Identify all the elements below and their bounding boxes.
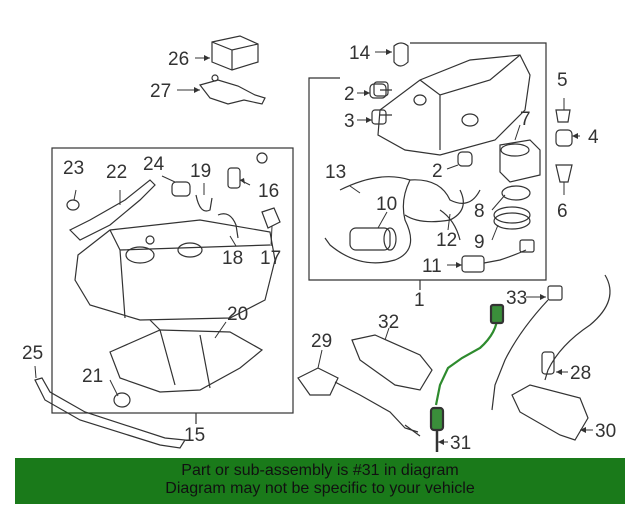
- callout-33: 33: [506, 288, 527, 309]
- callout-28: 28: [570, 363, 591, 384]
- callout-25: 25: [22, 343, 43, 364]
- callout-18: 18: [222, 248, 243, 269]
- grommet-2b: [457, 151, 473, 167]
- callout-15: 15: [184, 425, 205, 446]
- fuel-tank: [74, 219, 276, 321]
- cap-part-14: [393, 42, 409, 67]
- callout-2a: 2: [344, 84, 355, 105]
- callout-1: 1: [414, 290, 425, 311]
- plug-part-21: [113, 392, 131, 408]
- part-notice-line-2: Diagram may not be specific to your vehi…: [165, 480, 475, 497]
- callout-2b: 2: [432, 161, 443, 182]
- fuel-sender-assembly: [371, 54, 531, 156]
- callout-11: 11: [422, 256, 442, 277]
- callout-5: 5: [557, 70, 568, 91]
- callout-30: 30: [595, 421, 616, 442]
- callout-17: 17: [260, 248, 281, 269]
- grommet-2a: [369, 83, 387, 99]
- connector-part-11: [461, 239, 535, 273]
- callout-10: 10: [376, 194, 397, 215]
- callout-14: 14: [349, 43, 371, 64]
- callout-20: 20: [227, 304, 248, 325]
- connector-part-33: [547, 285, 563, 301]
- fitting-part-5: [555, 109, 571, 123]
- callout-29: 29: [311, 331, 332, 352]
- callout-8: 8: [474, 201, 485, 222]
- callout-32: 32: [378, 312, 399, 333]
- sensor-part-28: [491, 274, 611, 411]
- pump-part-7: [499, 139, 541, 183]
- bracket-part-32: [351, 334, 433, 391]
- lock-ring-9: [493, 206, 531, 230]
- callout-3: 3: [344, 111, 355, 132]
- callout-31: 31: [450, 433, 471, 454]
- fitting-part-6: [555, 164, 573, 183]
- hose-part-12: [439, 209, 461, 241]
- shield-part-20: [109, 319, 264, 393]
- cap-part-17: [261, 207, 281, 229]
- callout-27: 27: [150, 81, 171, 102]
- callout-6: 6: [557, 201, 568, 222]
- callout-12: 12: [436, 230, 457, 251]
- callout-16: 16: [258, 181, 279, 202]
- cover-part-26: [211, 35, 259, 71]
- valve-part-16: [227, 152, 268, 189]
- part-notice-line-1: Part or sub-assembly is #31 in diagram: [181, 462, 459, 479]
- part-notice-banner: Part or sub-assembly is #31 in diagram D…: [15, 458, 625, 504]
- strap-part-22: [68, 179, 156, 241]
- callout-26: 26: [168, 49, 189, 70]
- bracket-part-30: [511, 384, 589, 441]
- fitting-part-4: [555, 129, 573, 147]
- hose-part-18: [217, 213, 239, 239]
- strap-part-25: [34, 377, 187, 449]
- sensor-part-31-highlighted: [429, 303, 505, 452]
- grommet-part-24: [171, 181, 191, 197]
- callout-21: 21: [82, 366, 103, 387]
- callout-9: 9: [474, 232, 485, 253]
- callout-19: 19: [190, 161, 211, 182]
- arrowheads: [194, 49, 586, 445]
- bracket-part-27: [198, 74, 266, 105]
- pump-part-10: [349, 227, 397, 251]
- washer-part-23: [66, 199, 80, 211]
- callout-23: 23: [63, 158, 84, 179]
- callout-24: 24: [143, 154, 165, 175]
- callout-22: 22: [106, 162, 127, 183]
- callout-4: 4: [588, 127, 599, 148]
- clamp-part-19: [195, 194, 213, 212]
- group-box-15: [51, 147, 294, 414]
- leader-lines: [34, 51, 593, 443]
- seal-ring-8: [501, 185, 531, 201]
- sensor-part-29: [297, 367, 421, 437]
- group-box-1: [308, 77, 420, 281]
- callout-7: 7: [520, 109, 531, 130]
- callout-13: 13: [325, 162, 346, 183]
